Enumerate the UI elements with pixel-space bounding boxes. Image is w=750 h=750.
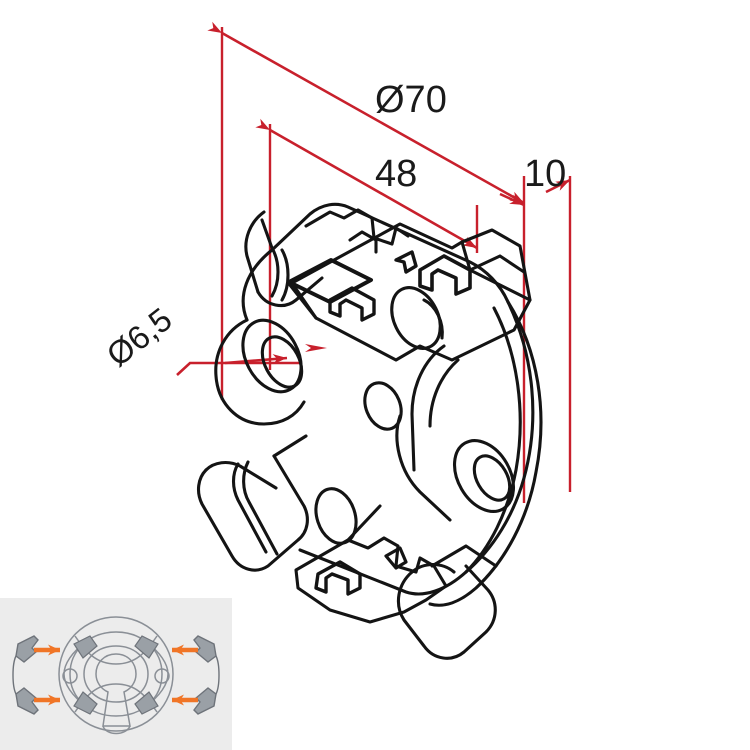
right-boss-crease bbox=[428, 358, 460, 428]
hole-lower-right-inner bbox=[472, 454, 512, 502]
hole-upper-left-outer bbox=[241, 318, 303, 394]
inset-keyhole-tail bbox=[102, 725, 131, 735]
dim48-label: 48 bbox=[375, 153, 417, 195]
inset-hub-outer-circle bbox=[58, 616, 174, 732]
inset-shoe-pads bbox=[73, 635, 159, 715]
inset-bore-right bbox=[154, 668, 170, 684]
hole-center-outer bbox=[363, 381, 403, 431]
upper-left-lug-bottom bbox=[256, 276, 324, 308]
lower-left-boss-edge-b bbox=[242, 460, 279, 556]
rim-inner-arc bbox=[464, 306, 522, 574]
right-shoulder-face bbox=[468, 254, 526, 274]
right-boss-upper bbox=[410, 344, 446, 472]
lower-link-bar bbox=[346, 504, 382, 542]
hole-lower-right-outer bbox=[452, 439, 516, 513]
dia70-label: Ø70 bbox=[375, 79, 447, 121]
lower-left-boss-link bbox=[272, 434, 308, 458]
inset-hub-mid-ring bbox=[69, 631, 163, 717]
plate-slot-mid bbox=[394, 250, 418, 274]
upper-left-lug-left bbox=[244, 210, 266, 294]
lower-clip-plate bbox=[294, 536, 448, 624]
assembly-direction-inset bbox=[0, 598, 232, 750]
upper-tab-notch bbox=[348, 230, 378, 254]
dim10-arrow-left bbox=[499, 192, 525, 207]
hole-right-upper-inner bbox=[422, 298, 444, 340]
left-lobe-arc bbox=[214, 318, 306, 426]
shoe-pad-hub-br bbox=[134, 691, 159, 715]
bottom-right-foot bbox=[396, 564, 497, 660]
inset-bore-left bbox=[62, 668, 78, 684]
dimension-48: 48 bbox=[255, 118, 478, 250]
lower-left-boss-edge-a bbox=[231, 462, 268, 554]
plate-slot-left bbox=[328, 286, 376, 322]
dimension-10: 10 bbox=[499, 153, 571, 207]
shoe-pad-hub-tl bbox=[73, 635, 98, 659]
dia65-leader-arrow bbox=[224, 354, 288, 365]
dim10-label: 10 bbox=[524, 153, 566, 195]
right-shoe-spine bbox=[215, 655, 220, 695]
upper-left-lug-inner-b bbox=[280, 248, 290, 302]
lower-clip-slot bbox=[314, 560, 362, 596]
left-shoe-spine bbox=[12, 655, 17, 695]
upper-left-lug-inner-a bbox=[260, 218, 280, 298]
lower-clip-notch bbox=[384, 546, 408, 570]
inset-keyhole bbox=[95, 653, 137, 727]
lower-left-boss bbox=[196, 454, 309, 572]
part-outline bbox=[196, 202, 543, 660]
right-boss-left bbox=[395, 414, 452, 522]
lower-left-boss-top bbox=[204, 460, 278, 490]
plate-ridge bbox=[287, 258, 373, 304]
inset-background bbox=[0, 598, 232, 750]
plate-slot-right bbox=[418, 254, 472, 296]
dia65-callout-arrow bbox=[305, 344, 327, 352]
inset-hub-inner-ring bbox=[83, 645, 149, 703]
plate-left-edge bbox=[288, 283, 318, 320]
dim10-arrow-right bbox=[545, 178, 571, 194]
upper-tab-profile bbox=[304, 208, 410, 246]
shoe-pad-hub-bl bbox=[73, 691, 98, 715]
lower-right-link bbox=[430, 544, 498, 568]
dim48-dimension-line bbox=[255, 118, 478, 250]
hole-upper-left-inner bbox=[260, 335, 304, 389]
rim-outer-arc bbox=[428, 300, 543, 607]
shoe-pad-hub-tr bbox=[134, 635, 159, 659]
inset-assembly-arrows bbox=[34, 644, 198, 706]
center-plate bbox=[290, 222, 532, 362]
